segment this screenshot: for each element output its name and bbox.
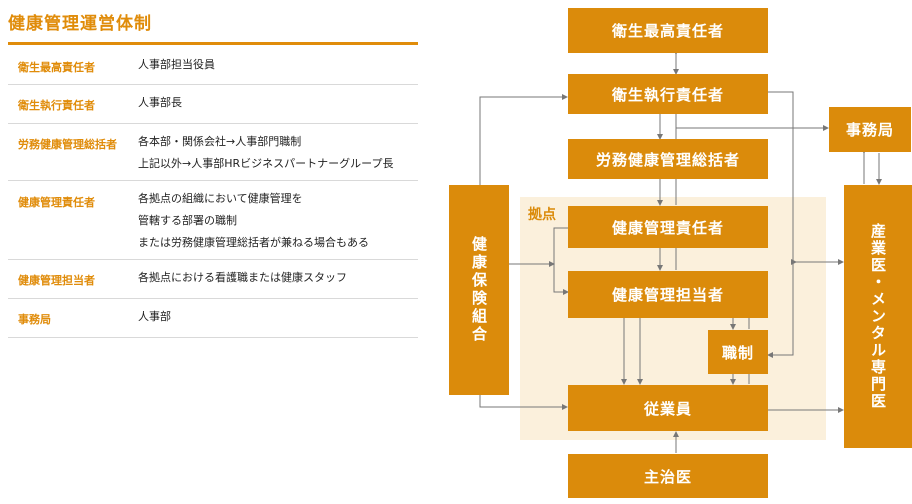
connector-line [767, 91, 794, 358]
kyoten-label: 拠点 [528, 207, 556, 223]
table-row: 衛生執行責任者 人事部長 [8, 85, 418, 124]
role-label: 健康管理担当者 [18, 274, 95, 287]
jimukyoku-box: 事務局 [829, 107, 911, 152]
connector-line [553, 227, 569, 295]
connector-line [479, 94, 568, 185]
role-desc: 各本部・関係会社→人事部門職制 上記以外→人事部HRビジネスパートナーグループ長 [138, 131, 393, 175]
page-title: 健康管理運営体制 [8, 14, 152, 34]
title-divider [8, 42, 418, 45]
role-desc-line: 人事部長 [138, 96, 182, 109]
role-label: 事務局 [18, 313, 51, 326]
role-label: 衛生執行責任者 [18, 99, 95, 112]
table-row: 労務健康管理総括者 各本部・関係会社→人事部門職制 上記以外→人事部HRビジネス… [8, 124, 418, 181]
eisei-shikkou-box: 衛生執行責任者 [568, 74, 768, 114]
role-desc-line: 各拠点の組織において健康管理を [138, 192, 303, 205]
shokusei-box: 職制 [708, 330, 768, 374]
jugyouin-box: 従業員 [568, 385, 768, 431]
role-desc-line: 各本部・関係会社→人事部門職制 [138, 135, 302, 148]
table-row: 衛生最高責任者 人事部担当役員 [8, 46, 418, 85]
kenkou-tantou-box: 健康管理担当者 [568, 271, 768, 318]
shujii-box: 主治医 [568, 454, 768, 498]
role-desc: 各拠点の組織において健康管理を 管轄する部署の職制 または労務健康管理総括者が兼… [138, 188, 369, 254]
role-desc-line: または労務健康管理総括者が兼ねる場合もある [138, 236, 369, 249]
sangyoui-label: 産業医・メンタル専門医 [869, 223, 887, 410]
role-label: 労務健康管理総括者 [18, 138, 117, 151]
role-desc-line: 人事部担当役員 [138, 58, 215, 71]
role-desc: 各拠点における看護職または健康スタッフ [138, 267, 347, 289]
sangyoui-box: 産業医・メンタル専門医 [844, 185, 912, 448]
table-row: 健康管理担当者 各拠点における看護職または健康スタッフ [8, 260, 418, 299]
eisei-saikou-box: 衛生最高責任者 [568, 8, 768, 53]
table-row: 健康管理責任者 各拠点の組織において健康管理を 管轄する部署の職制 または労務健… [8, 181, 418, 260]
role-label: 衛生最高責任者 [18, 61, 95, 74]
role-desc-line: 人事部 [138, 310, 171, 323]
role-label: 健康管理責任者 [18, 196, 95, 209]
role-desc-line: 上記以外→人事部HRビジネスパートナーグループ長 [138, 157, 394, 170]
role-desc-line: 管轄する部署の職制 [138, 214, 237, 227]
role-desc-line: 各拠点における看護職または健康スタッフ [138, 271, 347, 284]
role-desc: 人事部担当役員 [138, 54, 215, 76]
role-desc: 人事部長 [138, 92, 182, 114]
connector-line [479, 395, 568, 410]
role-desc: 人事部 [138, 306, 171, 328]
kenpo-box: 健康保険組合 [449, 185, 509, 395]
kenkou-sekinin-box: 健康管理責任者 [568, 206, 768, 248]
roumu-soukatsu-box: 労務健康管理総括者 [568, 139, 768, 179]
table-row: 事務局 人事部 [8, 299, 418, 338]
kenpo-label: 健康保険組合 [470, 236, 488, 344]
